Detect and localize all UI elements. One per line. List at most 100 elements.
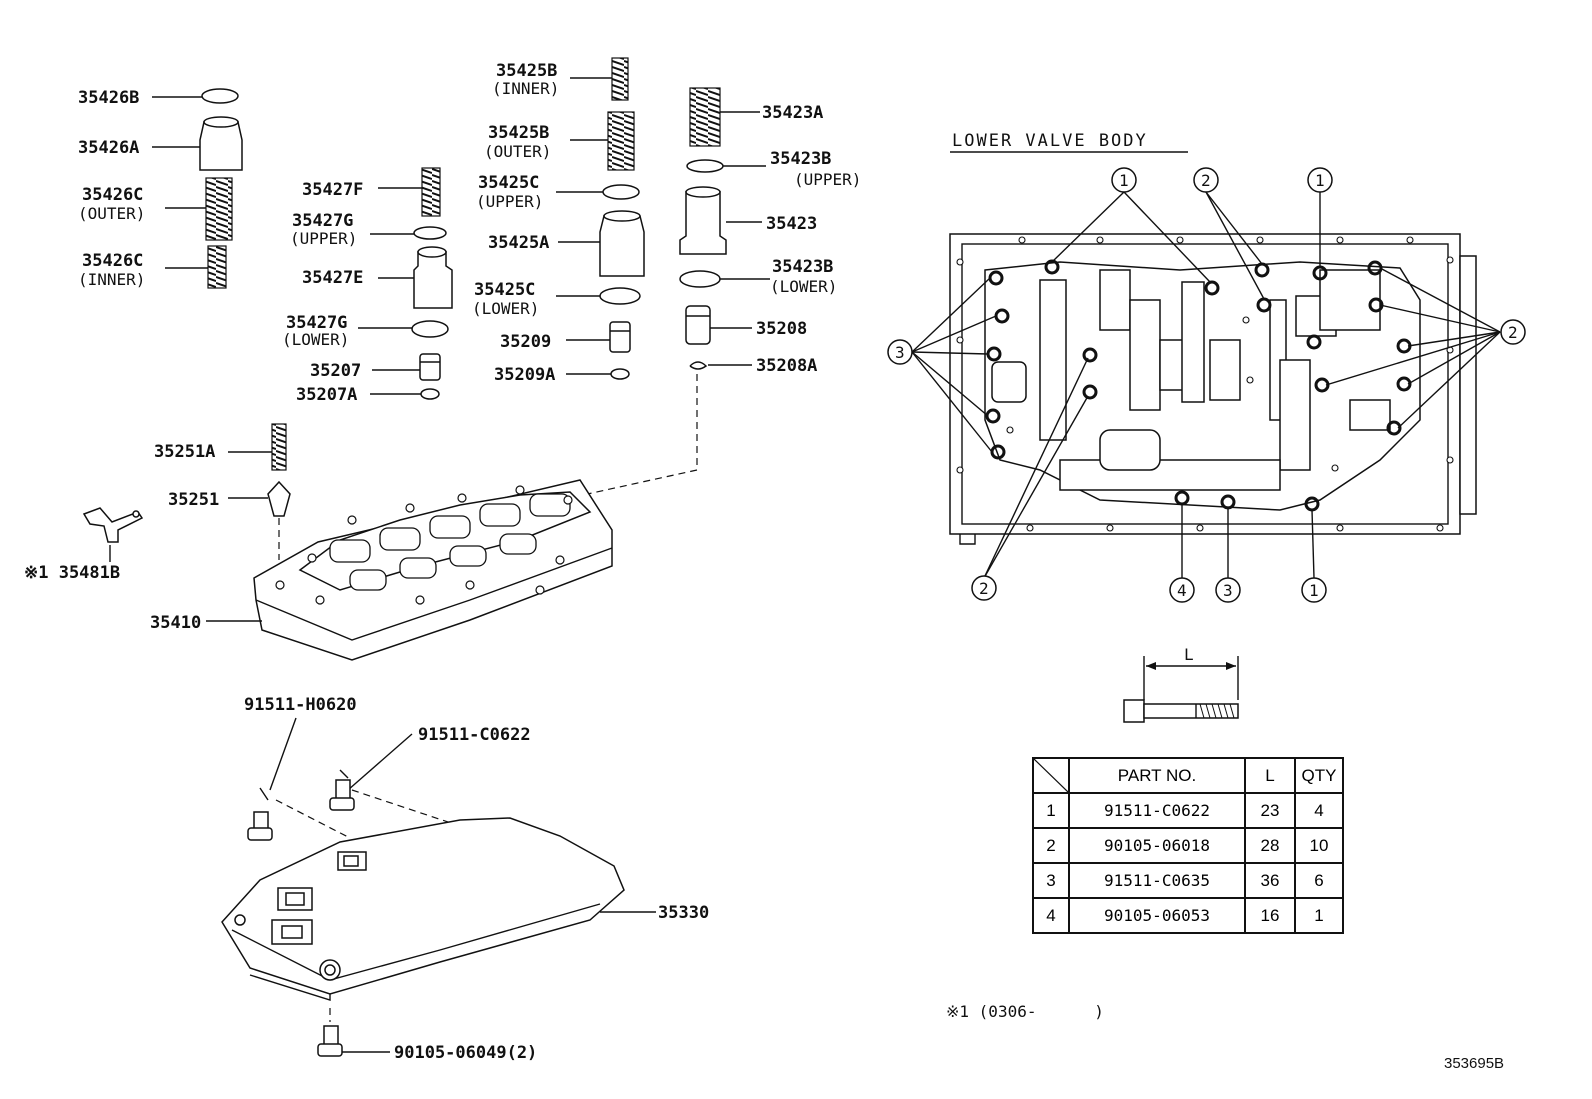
- callout-2-right: 2: [1500, 319, 1526, 345]
- label-35427G-upper: 35427G: [292, 211, 353, 231]
- label-35425A: 35425A: [488, 233, 549, 253]
- svg-text:3: 3: [1223, 581, 1233, 600]
- label-35426A: 35426A: [78, 138, 139, 158]
- row-part-no: 90105-06018: [1068, 827, 1246, 864]
- bolt-90105-06049: [317, 1008, 390, 1057]
- label-35425B-outer: 35425B: [488, 123, 549, 143]
- callout-3-left: 3: [887, 339, 913, 365]
- label-35481B: ※1 35481B: [24, 563, 120, 583]
- table-header-corner: [1032, 757, 1070, 794]
- label-35208A: 35208A: [756, 356, 817, 376]
- label-35207A: 35207A: [296, 385, 357, 405]
- row-length: 28: [1244, 827, 1296, 864]
- part-35423-sleeve: [679, 186, 762, 255]
- label-35423B-upper: 35423B: [770, 149, 831, 169]
- part-35207A-clip: [370, 388, 440, 400]
- part-35423B-upper-oring: [686, 159, 766, 173]
- footnote: ※1 (0306- ): [946, 1002, 1104, 1021]
- part-35208-plug: [685, 305, 752, 345]
- part-35423A-spring: [689, 87, 760, 147]
- row-part-no: 91511-C0622: [1068, 792, 1246, 829]
- table-header-row: PART NO. L QTY: [1032, 757, 1344, 794]
- row-number: 1: [1032, 792, 1070, 829]
- qual-35423B-upper: (UPPER): [794, 170, 861, 189]
- part-35426B-oring: [152, 88, 239, 104]
- part-35208A-clip: [559, 361, 752, 501]
- row-length: 36: [1244, 862, 1296, 899]
- label-35427F: 35427F: [302, 180, 363, 200]
- row-part-no: 90105-06053: [1068, 897, 1246, 934]
- part-35427E-sleeve: [378, 246, 453, 309]
- part-35209-plug: [566, 321, 631, 353]
- label-35423A: 35423A: [762, 103, 823, 123]
- table-header-length: L: [1244, 757, 1296, 794]
- part-35427F-spring: [378, 167, 441, 217]
- callout-1-top-a: 1: [1111, 167, 1137, 193]
- svg-text:3: 3: [895, 343, 905, 362]
- part-35426C-outer-spring: [165, 177, 233, 241]
- callout-1-bottom: 1: [1301, 577, 1327, 603]
- callout-4-bottom: 4: [1169, 577, 1195, 603]
- table-row: 1 91511-C0622 23 4: [1032, 792, 1344, 829]
- part-35423B-lower-oring: [679, 270, 770, 288]
- qual-35425C-upper: (UPPER): [476, 192, 543, 211]
- part-35425A-sleeve: [558, 210, 645, 277]
- figure-id: 353695B: [1444, 1055, 1504, 1072]
- row-qty: 10: [1294, 827, 1344, 864]
- part-35330-oil-strainer: [221, 817, 656, 1001]
- label-35427G-lower: 35427G: [286, 313, 347, 333]
- qual-35425C-lower: (LOWER): [472, 299, 539, 318]
- part-35251A-spring: [228, 423, 287, 471]
- qual-35425B-outer: (OUTER): [484, 142, 551, 161]
- label-35209: 35209: [500, 332, 551, 352]
- svg-text:2: 2: [1201, 171, 1211, 190]
- part-35425C-upper-oring: [556, 184, 640, 200]
- svg-text:2: 2: [979, 579, 989, 598]
- part-35481B-bracket: [82, 507, 144, 562]
- label-35425B-inner: 35425B: [496, 61, 557, 81]
- table-row: 4 90105-06053 16 1: [1032, 897, 1344, 934]
- part-35425C-lower-oring: [556, 287, 641, 305]
- part-35427G-upper-oring: [370, 226, 447, 240]
- svg-text:1: 1: [1315, 171, 1325, 190]
- bolt-length-figure: [1123, 656, 1239, 723]
- part-35425B-outer-spring: [570, 111, 635, 171]
- part-35207-plug: [372, 353, 441, 381]
- table-row: 2 90105-06018 28 10: [1032, 827, 1344, 864]
- svg-text:1: 1: [1309, 581, 1319, 600]
- row-number: 4: [1032, 897, 1070, 934]
- table-row: 3 91511-C0635 36 6: [1032, 862, 1344, 899]
- label-35209A: 35209A: [494, 365, 555, 385]
- label-35410: 35410: [150, 613, 201, 633]
- qual-35423B-lower: (LOWER): [770, 277, 837, 296]
- qual-35426C-inner: (INNER): [78, 270, 145, 289]
- label-35423B-lower: 35423B: [772, 257, 833, 277]
- svg-text:1: 1: [1119, 171, 1129, 190]
- qual-35427G-upper: (UPPER): [290, 229, 357, 248]
- part-35251-check-ball: [228, 480, 291, 560]
- label-35207: 35207: [310, 361, 361, 381]
- row-number: 3: [1032, 862, 1070, 899]
- part-35426A-sleeve: [152, 116, 243, 171]
- callout-2-top: 2: [1193, 167, 1219, 193]
- row-qty: 1: [1294, 897, 1344, 934]
- row-length: 23: [1244, 792, 1296, 829]
- part-35427G-lower-oring: [358, 320, 449, 338]
- label-35251: 35251: [168, 490, 219, 510]
- table-header-part-no: PART NO.: [1068, 757, 1246, 794]
- label-35427E: 35427E: [302, 268, 363, 288]
- bolt-length-label: L: [1184, 645, 1194, 664]
- table-header-qty: QTY: [1294, 757, 1344, 794]
- label-91511-H0620: 91511-H0620: [244, 695, 357, 715]
- svg-text:4: 4: [1177, 581, 1187, 600]
- label-90105-06049: 90105-06049(2): [394, 1043, 537, 1063]
- label-35423: 35423: [766, 214, 817, 234]
- row-part-no: 91511-C0635: [1068, 862, 1246, 899]
- part-35410-valve-body: [206, 479, 613, 661]
- label-35426C-outer: 35426C: [82, 185, 143, 205]
- label-35251A: 35251A: [154, 442, 215, 462]
- label-35425C-lower: 35425C: [474, 280, 535, 300]
- part-35209A-clip: [566, 368, 630, 380]
- callout-2-bottom: 2: [971, 575, 997, 601]
